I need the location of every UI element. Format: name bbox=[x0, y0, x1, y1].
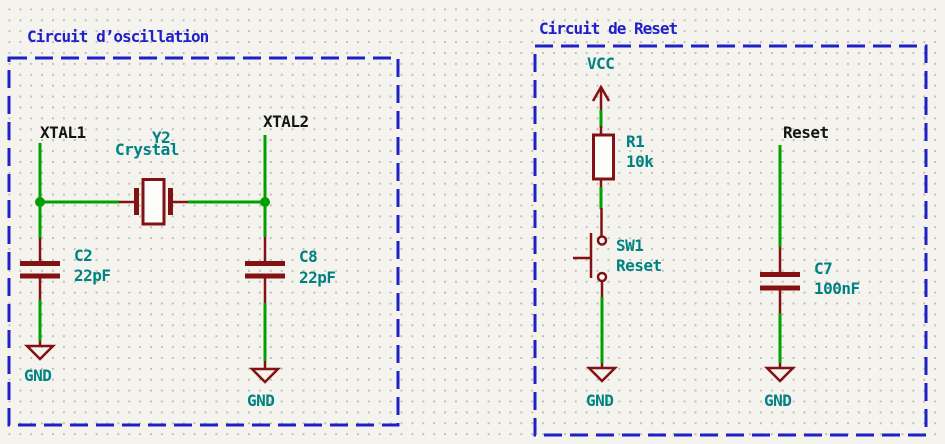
section-title-oscillation[interactable]: Circuit d’oscillation bbox=[27, 27, 209, 46]
junction-dot-right[interactable] bbox=[260, 197, 270, 207]
component-ref-c2[interactable]: C2 bbox=[74, 246, 93, 265]
power-label-vcc[interactable]: VCC bbox=[587, 54, 615, 73]
gnd-symbol-c8[interactable] bbox=[248, 361, 282, 384]
vcc-power-symbol[interactable] bbox=[591, 84, 611, 112]
component-value-r1[interactable]: 10k bbox=[626, 152, 654, 171]
component-ref-y2[interactable]: Y2 bbox=[152, 128, 171, 147]
component-ref-c7[interactable]: C7 bbox=[814, 259, 833, 278]
component-ref-r1[interactable]: R1 bbox=[626, 132, 645, 151]
component-ref-c8[interactable]: C8 bbox=[299, 247, 318, 266]
wire-xtal1[interactable] bbox=[38, 143, 119, 238]
component-value-sw1[interactable]: Reset bbox=[616, 256, 662, 275]
gnd-symbol-c2[interactable] bbox=[23, 341, 57, 361]
resistor-r1-symbol[interactable] bbox=[592, 126, 615, 188]
component-ref-sw1[interactable]: SW1 bbox=[616, 236, 644, 255]
gnd-symbol-sw1[interactable] bbox=[585, 363, 619, 383]
component-value-c8[interactable]: 22pF bbox=[299, 268, 336, 287]
capacitor-c2-symbol[interactable] bbox=[20, 238, 60, 300]
component-value-c7[interactable]: 100nF bbox=[814, 279, 860, 298]
net-label-xtal1[interactable]: XTAL1 bbox=[40, 123, 86, 142]
wire-xtal2[interactable] bbox=[188, 135, 267, 237]
section-box-oscillation[interactable] bbox=[7, 56, 400, 427]
net-label-reset[interactable]: Reset bbox=[783, 123, 829, 142]
section-title-reset[interactable]: Circuit de Reset bbox=[539, 19, 678, 38]
component-value-c2[interactable]: 22pF bbox=[74, 266, 111, 285]
crystal-y2-symbol[interactable] bbox=[119, 178, 188, 226]
gnd-symbol-c7[interactable] bbox=[763, 363, 797, 383]
gnd-label-c7[interactable]: GND bbox=[764, 391, 792, 410]
net-label-xtal2[interactable]: XTAL2 bbox=[263, 112, 309, 131]
gnd-label-sw1[interactable]: GND bbox=[586, 391, 614, 410]
section-box-reset[interactable] bbox=[533, 44, 928, 437]
gnd-label-c2[interactable]: GND bbox=[24, 366, 52, 385]
capacitor-c7-symbol[interactable] bbox=[760, 247, 800, 313]
junction-dot-left[interactable] bbox=[35, 197, 45, 207]
component-value-y2[interactable]: Crystal bbox=[115, 140, 179, 159]
capacitor-c8-symbol[interactable] bbox=[245, 237, 285, 303]
gnd-label-c8[interactable]: GND bbox=[247, 391, 275, 410]
switch-sw1-symbol[interactable] bbox=[573, 208, 608, 297]
